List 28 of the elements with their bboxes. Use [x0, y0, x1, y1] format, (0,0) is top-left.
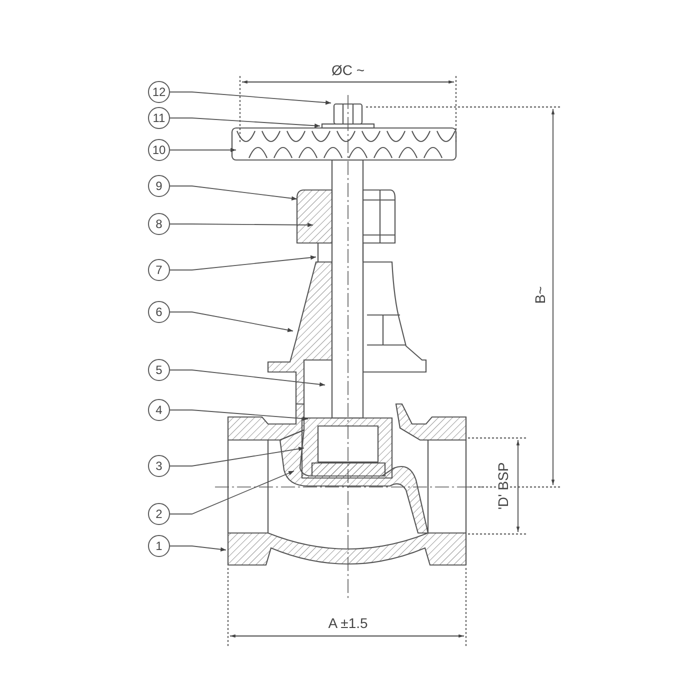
callout-number: 8 [148, 213, 170, 235]
callout-number: 9 [148, 175, 170, 197]
leader-line [170, 446, 304, 466]
callout-number: 6 [148, 301, 170, 323]
callout-number: 7 [148, 259, 170, 281]
dimension-label: A ±1.5 [327, 616, 369, 630]
callout-number: 2 [148, 503, 170, 525]
leader-line [170, 148, 236, 152]
callout-number: 1 [148, 535, 170, 557]
leader-line [170, 410, 308, 421]
leader-line [170, 118, 320, 128]
leader-line [170, 255, 316, 270]
dimension-label: ØC ~ [330, 63, 366, 77]
leader-line [170, 312, 294, 332]
callout-number: 12 [148, 81, 170, 103]
callout-number: 5 [148, 359, 170, 381]
callout-number: 3 [148, 455, 170, 477]
leader-line [170, 370, 326, 387]
leader-line [170, 222, 314, 228]
leader-line [170, 186, 298, 200]
callout-number: 11 [148, 107, 170, 129]
leader-line [170, 470, 294, 514]
callout-number: 4 [148, 399, 170, 421]
dimension-label: B~ [533, 285, 547, 305]
leader-line [170, 546, 226, 552]
callout-number: 10 [148, 139, 170, 161]
dimension-label: 'D' BSP [496, 461, 510, 511]
leader-line [170, 92, 332, 105]
